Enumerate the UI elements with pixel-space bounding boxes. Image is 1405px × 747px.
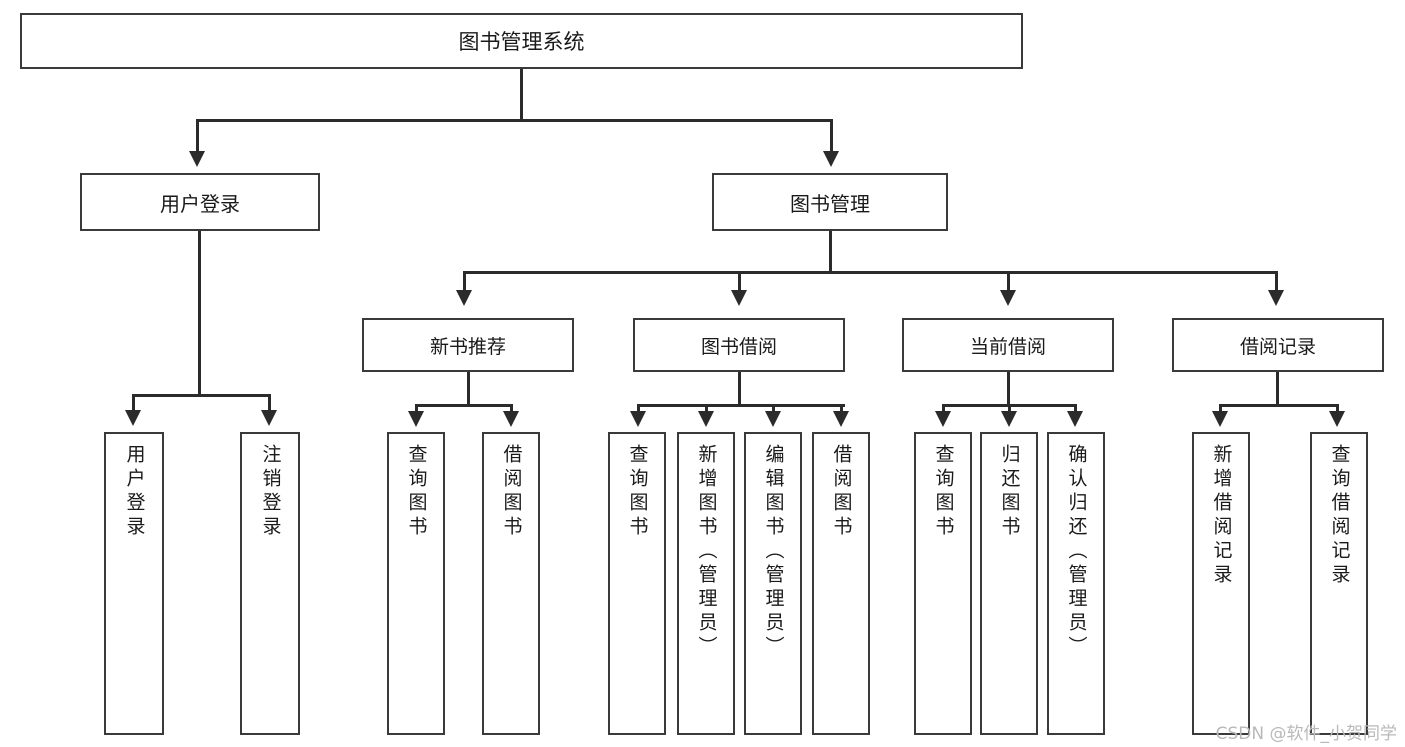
edge-new-book-drop-2	[510, 404, 513, 416]
edge-book-mgmt-drop-2	[738, 271, 741, 293]
edge-user-login-stem	[198, 231, 201, 396]
edge-current-borrow-drop-3	[1074, 404, 1077, 416]
node-new-book-recommend[interactable]: 新书推荐	[362, 318, 574, 372]
node-label: 图书借阅	[700, 335, 777, 358]
node-label: 新书推荐	[429, 335, 506, 358]
node-label: 查询图书	[626, 444, 649, 540]
leaf-book-borrow-edit-book-admin[interactable]: 编辑图书（管理员）	[744, 432, 802, 735]
edge-borrow-record-drop-2	[1336, 404, 1339, 416]
edge-current-borrow-stem	[1007, 372, 1010, 406]
arrow-to-borrow-record	[1268, 290, 1284, 306]
edge-book-mgmt-drop-4	[1275, 271, 1278, 293]
leaf-borrow-record-query-record[interactable]: 查询借阅记录	[1310, 432, 1368, 735]
node-label: 注销登录	[259, 444, 282, 540]
leaf-book-borrow-add-book-admin[interactable]: 新增图书（管理员）	[677, 432, 735, 735]
edge-new-book-bus	[415, 404, 513, 407]
arrow-new-book-leaf-2	[503, 411, 519, 427]
arrow-book-borrow-leaf-4	[833, 411, 849, 427]
arrow-to-current-borrow	[1000, 290, 1016, 306]
node-label: 图书管理	[790, 191, 870, 216]
node-label: 新增图书（管理员）	[695, 444, 718, 660]
node-label: 查询图书	[932, 444, 955, 540]
edge-book-borrow-drop-4	[840, 404, 843, 416]
node-label: 查询借阅记录	[1328, 444, 1351, 588]
node-current-borrow[interactable]: 当前借阅	[902, 318, 1114, 372]
node-label: 查询图书	[405, 444, 428, 540]
edge-book-borrow-drop-2	[705, 404, 708, 416]
edge-to-user-login	[196, 119, 199, 154]
leaf-book-borrow-query-books[interactable]: 查询图书	[608, 432, 666, 735]
arrow-new-book-leaf-1	[408, 411, 424, 427]
arrow-book-borrow-leaf-2	[698, 411, 714, 427]
edge-user-login-drop-1	[132, 394, 135, 414]
leaf-new-book-borrow-books[interactable]: 借阅图书	[482, 432, 540, 735]
edge-book-mgmt-drop-1	[463, 271, 466, 293]
edge-book-borrow-drop-3	[772, 404, 775, 416]
node-book-management[interactable]: 图书管理	[712, 173, 948, 231]
node-label: 借阅图书	[500, 444, 523, 540]
leaf-user-login-logout[interactable]: 注销登录	[240, 432, 300, 735]
leaf-current-borrow-return-books[interactable]: 归还图书	[980, 432, 1038, 735]
edge-book-borrow-drop-1	[637, 404, 640, 416]
arrow-current-borrow-leaf-3	[1067, 411, 1083, 427]
arrow-borrow-record-leaf-1	[1212, 411, 1228, 427]
leaf-borrow-record-add-record[interactable]: 新增借阅记录	[1192, 432, 1250, 735]
arrow-current-borrow-leaf-1	[935, 411, 951, 427]
edge-new-book-drop-1	[415, 404, 418, 416]
edge-book-borrow-bus	[637, 404, 845, 407]
arrow-to-book-mgmt	[823, 151, 839, 167]
node-user-login[interactable]: 用户登录	[80, 173, 320, 231]
node-borrow-record[interactable]: 借阅记录	[1172, 318, 1384, 372]
leaf-user-login-login[interactable]: 用户登录	[104, 432, 164, 735]
edge-borrow-record-stem	[1276, 372, 1279, 406]
node-book-borrow[interactable]: 图书借阅	[633, 318, 845, 372]
edge-to-book-mgmt	[830, 119, 833, 154]
edge-root-stem	[520, 69, 523, 121]
edge-book-mgmt-bus	[463, 271, 1278, 274]
node-label: 图书管理系统	[458, 30, 585, 54]
arrow-current-borrow-leaf-2	[1001, 411, 1017, 427]
edge-root-bus	[196, 119, 833, 122]
arrow-to-user-login	[189, 151, 205, 167]
arrow-to-new-book-recommend	[456, 290, 472, 306]
edge-book-mgmt-drop-3	[1007, 271, 1010, 293]
edge-new-book-stem	[467, 372, 470, 406]
edge-borrow-record-drop-1	[1219, 404, 1222, 416]
node-label: 新增借阅记录	[1210, 444, 1233, 588]
arrow-user-login-leaf-2	[261, 410, 277, 426]
leaf-new-book-query-books[interactable]: 查询图书	[387, 432, 445, 735]
node-label: 借阅图书	[830, 444, 853, 540]
arrow-user-login-leaf-1	[125, 410, 141, 426]
edge-current-borrow-drop-1	[942, 404, 945, 416]
edge-borrow-record-bus	[1219, 404, 1339, 407]
arrow-borrow-record-leaf-2	[1329, 411, 1345, 427]
edge-user-login-bus	[132, 394, 270, 397]
watermark-text: CSDN @软件_小贺同学	[1215, 724, 1397, 744]
node-label: 当前借阅	[969, 335, 1046, 358]
edge-user-login-drop-2	[268, 394, 271, 414]
leaf-current-borrow-query-books[interactable]: 查询图书	[914, 432, 972, 735]
leaf-current-borrow-confirm-return-admin[interactable]: 确认归还（管理员）	[1047, 432, 1105, 735]
node-label: 归还图书	[998, 444, 1021, 540]
node-label: 用户登录	[123, 444, 146, 540]
node-label: 编辑图书（管理员）	[762, 444, 785, 660]
node-root-system[interactable]: 图书管理系统	[20, 13, 1023, 69]
edge-book-borrow-stem	[738, 372, 741, 406]
arrow-book-borrow-leaf-1	[630, 411, 646, 427]
leaf-book-borrow-borrow-books[interactable]: 借阅图书	[812, 432, 870, 735]
edge-current-borrow-drop-2	[1008, 404, 1011, 416]
arrow-book-borrow-leaf-3	[765, 411, 781, 427]
node-label: 用户登录	[160, 191, 240, 216]
edge-book-mgmt-stem	[829, 231, 832, 273]
node-label: 借阅记录	[1239, 335, 1316, 358]
node-label: 确认归还（管理员）	[1065, 444, 1088, 660]
arrow-to-book-borrow	[731, 290, 747, 306]
